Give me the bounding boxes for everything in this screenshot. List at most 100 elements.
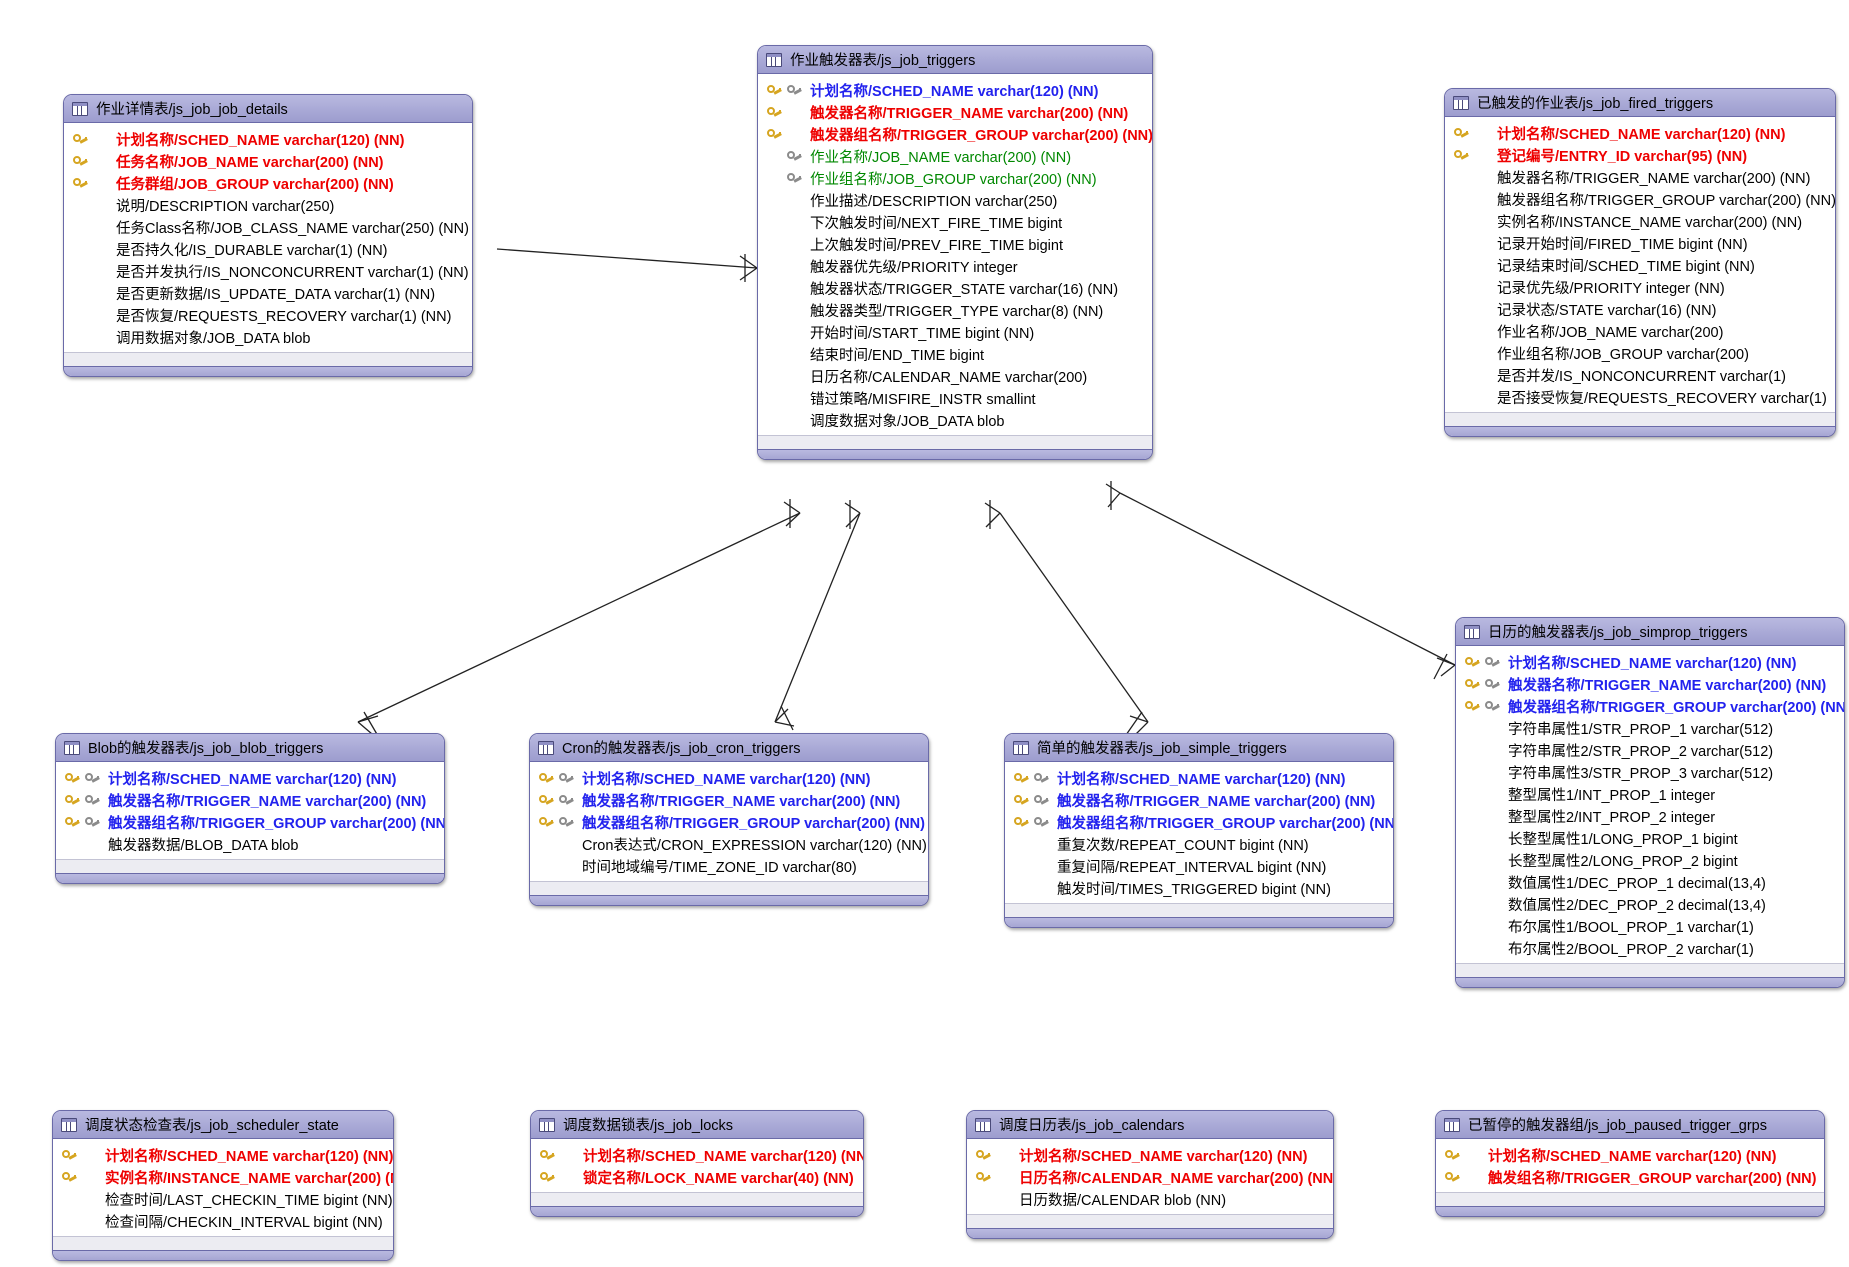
attribute-row[interactable]: 长整型属性1/LONG_PROP_1 bigint <box>1456 827 1844 849</box>
attribute-row[interactable]: 是否并发/IS_NONCONCURRENT varchar(1) <box>1445 364 1835 386</box>
entity-simprop_triggers[interactable]: 日历的触发器表/js_job_simprop_triggers 计划名称/SCHE… <box>1455 617 1845 988</box>
attribute-row[interactable]: 触发器组名称/TRIGGER_GROUP varchar(200) (NN) <box>758 123 1152 145</box>
attribute-row[interactable]: 触发器优先级/PRIORITY integer <box>758 255 1152 277</box>
attribute-row[interactable]: 错过策略/MISFIRE_INSTR smallint <box>758 387 1152 409</box>
attribute-row[interactable]: 触发器名称/TRIGGER_NAME varchar(200) (NN) <box>530 789 928 811</box>
attribute-row[interactable]: 任务Class名称/JOB_CLASS_NAME varchar(250) (N… <box>64 216 472 238</box>
entity-cron_triggers[interactable]: Cron的触发器表/js_job_cron_triggers 计划名称/SCHED… <box>529 733 929 906</box>
entity-header-calendars[interactable]: 调度日历表/js_job_calendars <box>967 1111 1333 1139</box>
attribute-row[interactable]: 是否恢复/REQUESTS_RECOVERY varchar(1) (NN) <box>64 304 472 326</box>
attribute-row[interactable]: 调度数据对象/JOB_DATA blob <box>758 409 1152 431</box>
attribute-row[interactable]: 字符串属性1/STR_PROP_1 varchar(512) <box>1456 717 1844 739</box>
attribute-row[interactable]: 计划名称/SCHED_NAME varchar(120) (NN) <box>1436 1144 1824 1166</box>
attribute-row[interactable]: 作业名称/JOB_NAME varchar(200) <box>1445 320 1835 342</box>
attribute-row[interactable]: 触发器名称/TRIGGER_NAME varchar(200) (NN) <box>56 789 444 811</box>
attribute-row[interactable]: 计划名称/SCHED_NAME varchar(120) (NN) <box>758 79 1152 101</box>
attribute-row[interactable]: 触发组名称/TRIGGER_GROUP varchar(200) (NN) <box>1436 1166 1824 1188</box>
attribute-row[interactable]: 计划名称/SCHED_NAME varchar(120) (NN) <box>967 1144 1333 1166</box>
attribute-row[interactable]: 是否持久化/IS_DURABLE varchar(1) (NN) <box>64 238 472 260</box>
attribute-row[interactable]: Cron表达式/CRON_EXPRESSION varchar(120) (NN… <box>530 833 928 855</box>
attribute-row[interactable]: 登记编号/ENTRY_ID varchar(95) (NN) <box>1445 144 1835 166</box>
entity-blob_triggers[interactable]: Blob的触发器表/js_job_blob_triggers 计划名称/SCHED… <box>55 733 445 884</box>
attribute-row[interactable]: 实例名称/INSTANCE_NAME varchar(200) (NN) <box>1445 210 1835 232</box>
attribute-row[interactable]: 触发器类型/TRIGGER_TYPE varchar(8) (NN) <box>758 299 1152 321</box>
attribute-row[interactable]: 触发器名称/TRIGGER_NAME varchar(200) (NN) <box>1005 789 1393 811</box>
entity-header-blob_triggers[interactable]: Blob的触发器表/js_job_blob_triggers <box>56 734 444 762</box>
entity-fired_triggers[interactable]: 已触发的作业表/js_job_fired_triggers 计划名称/SCHED_… <box>1444 88 1836 437</box>
attribute-row[interactable]: 下次触发时间/NEXT_FIRE_TIME bigint <box>758 211 1152 233</box>
attribute-row[interactable]: 触发器状态/TRIGGER_STATE varchar(16) (NN) <box>758 277 1152 299</box>
entity-header-scheduler_state[interactable]: 调度状态检查表/js_job_scheduler_state <box>53 1111 393 1139</box>
entity-header-cron_triggers[interactable]: Cron的触发器表/js_job_cron_triggers <box>530 734 928 762</box>
attribute-row[interactable]: 计划名称/SCHED_NAME varchar(120) (NN) <box>1456 651 1844 673</box>
attribute-row[interactable]: 是否更新数据/IS_UPDATE_DATA varchar(1) (NN) <box>64 282 472 304</box>
attribute-row[interactable]: 记录开始时间/FIRED_TIME bigint (NN) <box>1445 232 1835 254</box>
attribute-row[interactable]: 是否接受恢复/REQUESTS_RECOVERY varchar(1) <box>1445 386 1835 408</box>
attribute-row[interactable]: 调用数据对象/JOB_DATA blob <box>64 326 472 348</box>
attribute-row[interactable]: 整型属性1/INT_PROP_1 integer <box>1456 783 1844 805</box>
attribute-row[interactable]: 日历名称/CALENDAR_NAME varchar(200) (NN) <box>967 1166 1333 1188</box>
attribute-row[interactable]: 实例名称/INSTANCE_NAME varchar(200) (NN) <box>53 1166 393 1188</box>
attribute-row[interactable]: 检查时间/LAST_CHECKIN_TIME bigint (NN) <box>53 1188 393 1210</box>
attribute-row[interactable]: 触发器数据/BLOB_DATA blob <box>56 833 444 855</box>
attribute-row[interactable]: 时间地域编号/TIME_ZONE_ID varchar(80) <box>530 855 928 877</box>
attribute-row[interactable]: 上次触发时间/PREV_FIRE_TIME bigint <box>758 233 1152 255</box>
attribute-row[interactable]: 计划名称/SCHED_NAME varchar(120) (NN) <box>53 1144 393 1166</box>
attribute-row[interactable]: 记录结束时间/SCHED_TIME bigint (NN) <box>1445 254 1835 276</box>
attribute-row[interactable]: 计划名称/SCHED_NAME varchar(120) (NN) <box>56 767 444 789</box>
attribute-row[interactable]: 字符串属性3/STR_PROP_3 varchar(512) <box>1456 761 1844 783</box>
entity-job_details[interactable]: 作业详情表/js_job_job_details 计划名称/SCHED_NAME … <box>63 94 473 377</box>
attribute-row[interactable]: 结束时间/END_TIME bigint <box>758 343 1152 365</box>
attribute-row[interactable]: 重复间隔/REPEAT_INTERVAL bigint (NN) <box>1005 855 1393 877</box>
entity-header-fired_triggers[interactable]: 已触发的作业表/js_job_fired_triggers <box>1445 89 1835 117</box>
attribute-row[interactable]: 计划名称/SCHED_NAME varchar(120) (NN) <box>530 767 928 789</box>
attribute-row[interactable]: 布尔属性2/BOOL_PROP_2 varchar(1) <box>1456 937 1844 959</box>
attribute-row[interactable]: 计划名称/SCHED_NAME varchar(120) (NN) <box>64 128 472 150</box>
attribute-row[interactable]: 作业组名称/JOB_GROUP varchar(200) (NN) <box>758 167 1152 189</box>
attribute-row[interactable]: 日历名称/CALENDAR_NAME varchar(200) <box>758 365 1152 387</box>
attribute-row[interactable]: 触发器组名称/TRIGGER_GROUP varchar(200) (NN) <box>1456 695 1844 717</box>
attribute-row[interactable]: 作业名称/JOB_NAME varchar(200) (NN) <box>758 145 1152 167</box>
attribute-row[interactable]: 数值属性1/DEC_PROP_1 decimal(13,4) <box>1456 871 1844 893</box>
attribute-row[interactable]: 计划名称/SCHED_NAME varchar(120) (NN) <box>1445 122 1835 144</box>
attribute-row[interactable]: 数值属性2/DEC_PROP_2 decimal(13,4) <box>1456 893 1844 915</box>
attribute-row[interactable]: 触发器名称/TRIGGER_NAME varchar(200) (NN) <box>1445 166 1835 188</box>
attribute-row[interactable]: 作业组名称/JOB_GROUP varchar(200) <box>1445 342 1835 364</box>
attribute-row[interactable]: 开始时间/START_TIME bigint (NN) <box>758 321 1152 343</box>
attribute-row[interactable]: 字符串属性2/STR_PROP_2 varchar(512) <box>1456 739 1844 761</box>
attribute-row[interactable]: 日历数据/CALENDAR blob (NN) <box>967 1188 1333 1210</box>
attribute-row[interactable]: 触发器组名称/TRIGGER_GROUP varchar(200) (NN) <box>56 811 444 833</box>
attribute-row[interactable]: 是否并发执行/IS_NONCONCURRENT varchar(1) (NN) <box>64 260 472 282</box>
entity-job_triggers[interactable]: 作业触发器表/js_job_triggers 计划名称/SCHED_NAME va… <box>757 45 1153 460</box>
entity-paused_trigger_grps[interactable]: 已暂停的触发器组/js_job_paused_trigger_grps 计划名称/… <box>1435 1110 1825 1217</box>
attribute-row[interactable]: 记录状态/STATE varchar(16) (NN) <box>1445 298 1835 320</box>
attribute-row[interactable]: 长整型属性2/LONG_PROP_2 bigint <box>1456 849 1844 871</box>
attribute-row[interactable]: 检查间隔/CHECKIN_INTERVAL bigint (NN) <box>53 1210 393 1232</box>
attribute-row[interactable]: 触发器名称/TRIGGER_NAME varchar(200) (NN) <box>758 101 1152 123</box>
attribute-row[interactable]: 触发器组名称/TRIGGER_GROUP varchar(200) (NN) <box>1005 811 1393 833</box>
attribute-row[interactable]: 锁定名称/LOCK_NAME varchar(40) (NN) <box>531 1166 863 1188</box>
entity-header-job_details[interactable]: 作业详情表/js_job_job_details <box>64 95 472 123</box>
attribute-row[interactable]: 重复次数/REPEAT_COUNT bigint (NN) <box>1005 833 1393 855</box>
attribute-row[interactable]: 触发器组名称/TRIGGER_GROUP varchar(200) (NN) <box>1445 188 1835 210</box>
attribute-row[interactable]: 记录优先级/PRIORITY integer (NN) <box>1445 276 1835 298</box>
attribute-row[interactable]: 说明/DESCRIPTION varchar(250) <box>64 194 472 216</box>
entity-header-simple_triggers[interactable]: 简单的触发器表/js_job_simple_triggers <box>1005 734 1393 762</box>
entity-calendars[interactable]: 调度日历表/js_job_calendars 计划名称/SCHED_NAME va… <box>966 1110 1334 1239</box>
attribute-row[interactable]: 计划名称/SCHED_NAME varchar(120) (NN) <box>531 1144 863 1166</box>
attribute-row[interactable]: 触发器名称/TRIGGER_NAME varchar(200) (NN) <box>1456 673 1844 695</box>
attribute-row[interactable]: 计划名称/SCHED_NAME varchar(120) (NN) <box>1005 767 1393 789</box>
attribute-row[interactable]: 任务名称/JOB_NAME varchar(200) (NN) <box>64 150 472 172</box>
attribute-row[interactable]: 触发器组名称/TRIGGER_GROUP varchar(200) (NN) <box>530 811 928 833</box>
entity-locks[interactable]: 调度数据锁表/js_job_locks 计划名称/SCHED_NAME varch… <box>530 1110 864 1217</box>
entity-header-job_triggers[interactable]: 作业触发器表/js_job_triggers <box>758 46 1152 74</box>
attribute-row[interactable]: 整型属性2/INT_PROP_2 integer <box>1456 805 1844 827</box>
entity-scheduler_state[interactable]: 调度状态检查表/js_job_scheduler_state 计划名称/SCHED… <box>52 1110 394 1261</box>
entity-header-paused_trigger_grps[interactable]: 已暂停的触发器组/js_job_paused_trigger_grps <box>1436 1111 1824 1139</box>
entity-simple_triggers[interactable]: 简单的触发器表/js_job_simple_triggers 计划名称/SCHED… <box>1004 733 1394 928</box>
attribute-row[interactable]: 触发时间/TIMES_TRIGGERED bigint (NN) <box>1005 877 1393 899</box>
attribute-row[interactable]: 任务群组/JOB_GROUP varchar(200) (NN) <box>64 172 472 194</box>
attribute-row[interactable]: 布尔属性1/BOOL_PROP_1 varchar(1) <box>1456 915 1844 937</box>
entity-header-simprop_triggers[interactable]: 日历的触发器表/js_job_simprop_triggers <box>1456 618 1844 646</box>
entity-header-locks[interactable]: 调度数据锁表/js_job_locks <box>531 1111 863 1139</box>
